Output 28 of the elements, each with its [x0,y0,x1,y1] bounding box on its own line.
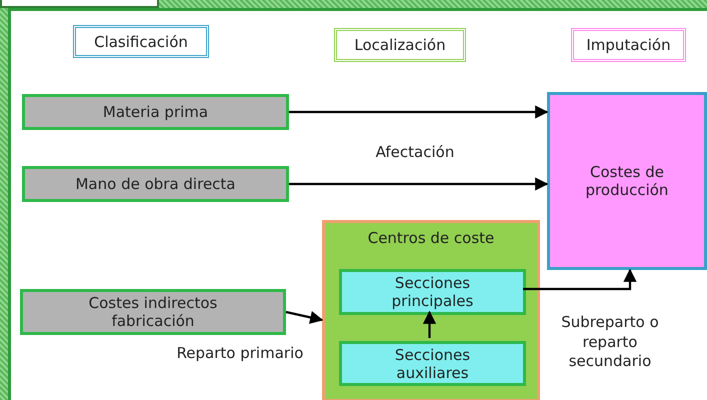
section-box [339,269,526,315]
node-text: Secciones principales [390,274,474,310]
node-text: Imputación [586,36,671,54]
node-text: Centros de coste [368,229,494,247]
cost-box [20,289,286,335]
arrow [422,310,436,338]
group-box [322,220,540,400]
arrow [289,177,548,191]
arrow [289,105,548,119]
node-text: Costes de producción [584,163,670,199]
cost-box [22,94,289,130]
annotation-text: Reparto primario [176,344,304,364]
annotation-text: Subreparto o reparto secundario [560,313,660,372]
node-text: Costes indirectos fabricación [88,294,218,330]
arrow [286,310,324,324]
section-box [339,341,526,386]
header-box [571,28,686,62]
arrow [523,268,637,290]
cost-box [22,166,289,202]
header-box [73,25,209,58]
node-text: Secciones auxiliares [394,346,472,382]
result-box [547,92,707,270]
node-text: Localización [354,36,446,54]
node-text: Materia prima [102,103,208,121]
header-box [334,28,466,62]
annotation-text: Afectación [374,143,456,162]
node-text: Clasificación [94,32,188,50]
node-text: Mano de obra directa [75,175,236,193]
